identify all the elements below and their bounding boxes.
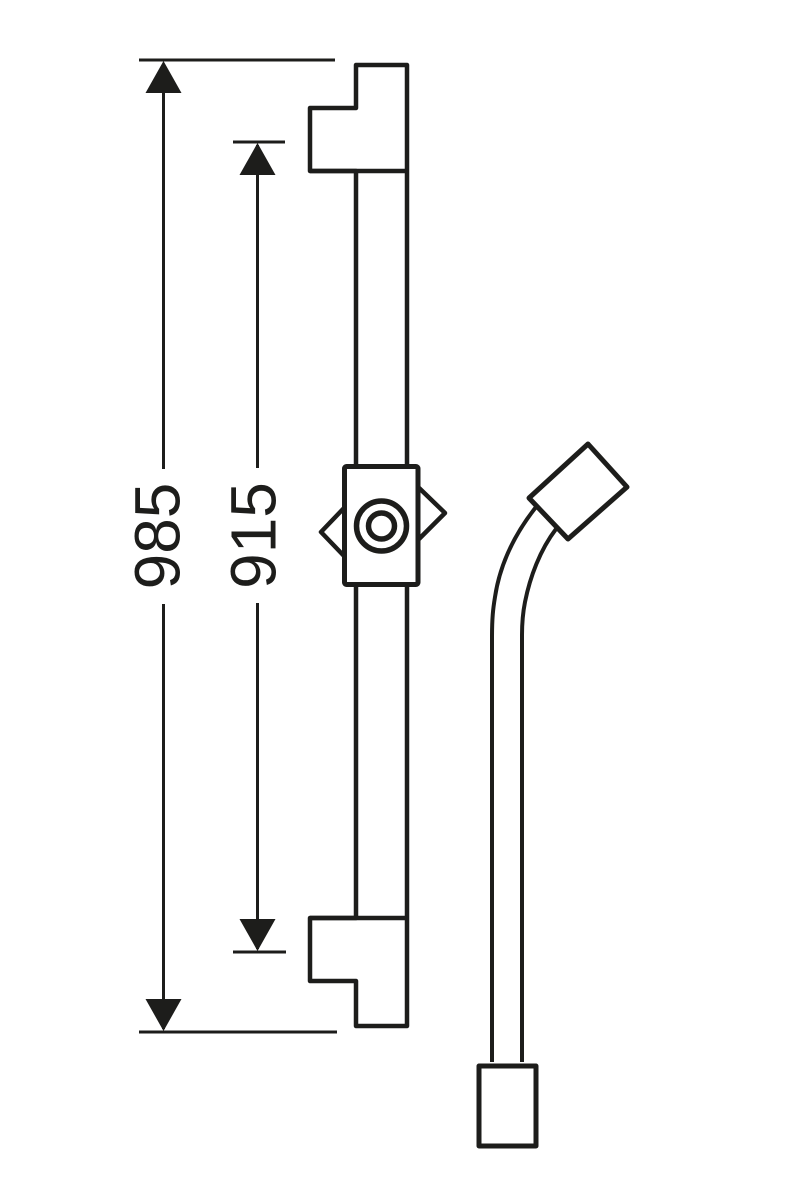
- arrowhead-down-overall: [145, 999, 182, 1031]
- arrowhead-up-inner: [239, 143, 276, 175]
- dimension-inner: 915: [218, 140, 290, 954]
- arrowhead-up-overall: [145, 61, 182, 93]
- dimension-label-inner: 915: [218, 482, 290, 589]
- slider-knob-inner-ring: [365, 510, 398, 542]
- slider-knob-outer-ring: [353, 498, 410, 554]
- arrowhead-down-inner: [239, 919, 276, 951]
- slider-body: [342, 464, 421, 587]
- slider-holder: [318, 464, 448, 587]
- hose-lower-connector: [476, 1063, 539, 1149]
- hose-upper-connector: [526, 441, 630, 542]
- shower-hose-assembly: [476, 441, 630, 1149]
- dimension-overall: 985: [122, 58, 337, 1034]
- shower-hose-right-edge: [520, 527, 558, 1062]
- dimension-label-overall: 985: [122, 483, 194, 590]
- slider-diamond-left-point: [318, 504, 348, 560]
- shower-hose-left-edge: [490, 505, 538, 1062]
